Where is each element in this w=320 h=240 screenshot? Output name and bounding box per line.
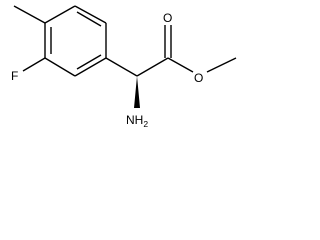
fluorine-label: F: [11, 69, 18, 83]
methoxy-bond: [206, 57, 237, 73]
stereo-wedge-bond: [134, 76, 140, 108]
ring-bond: [74, 57, 107, 77]
benzene-ring: [44, 5, 107, 77]
carbonyl-oxygen-label: O: [163, 11, 172, 25]
ring-double-bond: [76, 54, 102, 70]
ring-bond: [44, 5, 76, 24]
ring-bond: [44, 57, 76, 77]
ester-single-bond: [167, 57, 194, 73]
ester-oxygen-label: O: [194, 71, 203, 85]
alpha-to-carbonyl-bond: [136, 57, 169, 77]
ring-bond: [74, 5, 107, 24]
molecule-structure: F NH2 O O: [11, 5, 237, 129]
ring-to-alpha-bond: [105, 57, 138, 77]
fluorine-bond: [22, 57, 46, 72]
methyl-bond: [13, 5, 46, 24]
ring-double-bond: [76, 11, 102, 27]
amine-label: NH2: [126, 113, 148, 129]
